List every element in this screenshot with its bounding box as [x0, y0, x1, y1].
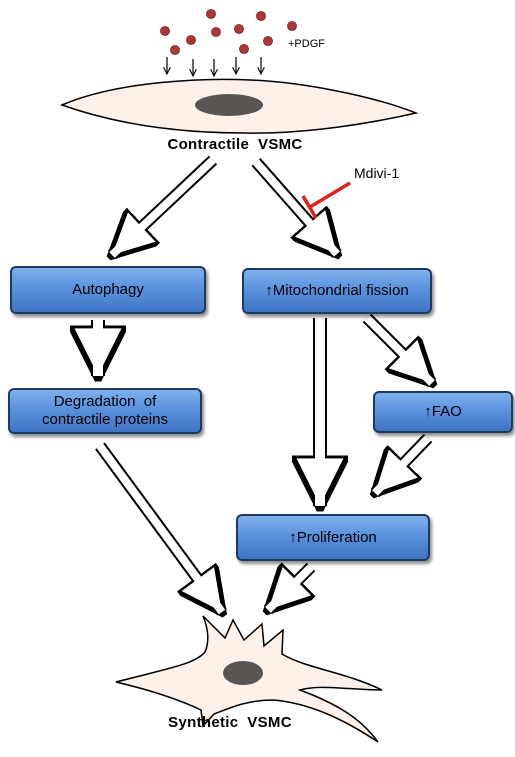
arrow-fao-to-proliferation	[375, 433, 433, 493]
mdivi-label: Mdivi-1	[354, 165, 400, 181]
pdgf-particle	[287, 21, 297, 31]
degradation-box: Degradation of contractile proteins	[8, 388, 202, 434]
mdivi-inhibition-symbol	[301, 181, 351, 219]
pdgf-particle	[206, 9, 216, 19]
contractile-vsmc-label: Contractile VSMC	[167, 136, 303, 153]
arrow-contractile-to-autophagy	[112, 155, 218, 255]
autophagy-box: Autophagy	[10, 266, 206, 314]
mitochondrial-fission-label: ↑Mitochondrial fission	[265, 282, 409, 299]
degradation-label-line1: Degradation of	[53, 393, 157, 410]
arrow-proliferation-to-synthetic	[268, 567, 311, 610]
proliferation-label: ↑Proliferation	[289, 528, 377, 546]
autophagy-label: Autophagy	[72, 281, 144, 298]
pdgf-particle	[211, 27, 221, 37]
synthetic-vsmc-label: Synthetic VSMC	[168, 714, 292, 731]
pdgf-particle	[186, 35, 196, 45]
pdgf-binding-arrows	[167, 57, 261, 76]
fao-label: ↑FAO	[424, 403, 462, 420]
arrow-fission-to-fao	[362, 313, 432, 383]
arrow-contractile-to-fission	[251, 158, 337, 254]
pdgf-label: +PDGF	[288, 38, 325, 50]
pdgf-particle	[256, 11, 266, 21]
contractile-cell-nucleus	[195, 94, 263, 116]
fao-box: ↑FAO	[373, 391, 513, 433]
pdgf-particle	[263, 36, 273, 46]
pdgf-particle	[160, 26, 170, 36]
mitochondrial-fission-box: ↑Mitochondrial fission	[242, 268, 432, 314]
degradation-label-line2: contractile proteins	[42, 411, 168, 428]
proliferation-box: ↑Proliferation	[236, 514, 430, 561]
arrow-degradation-to-synthetic	[95, 442, 222, 612]
pdgf-particle	[170, 45, 180, 55]
pdgf-particle	[239, 44, 249, 54]
pdgf-particle	[234, 24, 244, 34]
pdgf-particles	[160, 9, 297, 55]
synthetic-cell-nucleus	[223, 661, 263, 685]
pathway-arrows	[95, 155, 433, 612]
